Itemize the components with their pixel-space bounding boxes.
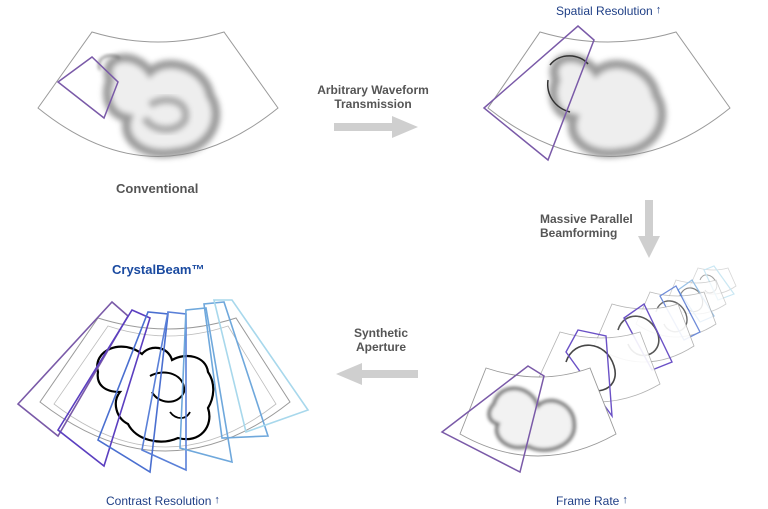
beam-sky: [179, 307, 233, 464]
conventional-image: [37, 31, 279, 158]
label-awt-line2: Transmission: [334, 97, 412, 111]
arrow-left: [336, 363, 418, 385]
label-mpb-line1: Massive Parallel: [540, 212, 633, 226]
label-spatial-text: Spatial Resolution: [556, 4, 653, 18]
spatial-fetus: [547, 53, 667, 158]
spatial-image: [482, 25, 731, 162]
label-mpb-line2: Beamforming: [540, 226, 618, 240]
arrow-down: [638, 200, 660, 258]
crystalbeam-inner-outline: [53, 325, 277, 448]
label-spatial-resolution: Spatial Resolution↑: [556, 4, 661, 19]
label-contrast-resolution: Contrast Resolution↑: [106, 494, 220, 509]
frame-1: [440, 365, 617, 474]
frame-rate-cascade: [440, 265, 737, 474]
label-synthetic-line2: Aperture: [355, 340, 406, 354]
arrow-right: [334, 116, 418, 138]
label-conventional: Conventional: [116, 181, 199, 196]
label-awt-line1: Arbitrary Waveform: [317, 83, 429, 97]
label-synthetic-line1: Synthetic: [353, 326, 408, 340]
spatial-beam: [482, 25, 595, 162]
label-synthetic-aperture: Synthetic Aperture: [346, 326, 416, 354]
conventional-beam: [56, 56, 119, 120]
up-arrow-icon: ↑: [622, 494, 628, 506]
label-massive-parallel: Massive Parallel Beamforming: [540, 212, 633, 240]
label-frame-rate: Frame Rate↑: [556, 494, 628, 509]
beam-light: [203, 301, 270, 439]
label-contrast-text: Contrast Resolution: [106, 494, 212, 508]
beam-violet: [56, 308, 151, 468]
label-crystalbeam: CrystalBeam™: [112, 262, 205, 277]
label-arbitrary-waveform: Arbitrary Waveform Transmission: [306, 83, 440, 111]
up-arrow-icon: ↑: [214, 494, 220, 506]
up-arrow-icon: ↑: [655, 4, 662, 16]
beam-lightest: [212, 299, 310, 434]
label-frame-rate-text: Frame Rate: [556, 494, 620, 508]
conventional-fetus: [98, 53, 221, 158]
crystalbeam-image: [16, 299, 310, 474]
